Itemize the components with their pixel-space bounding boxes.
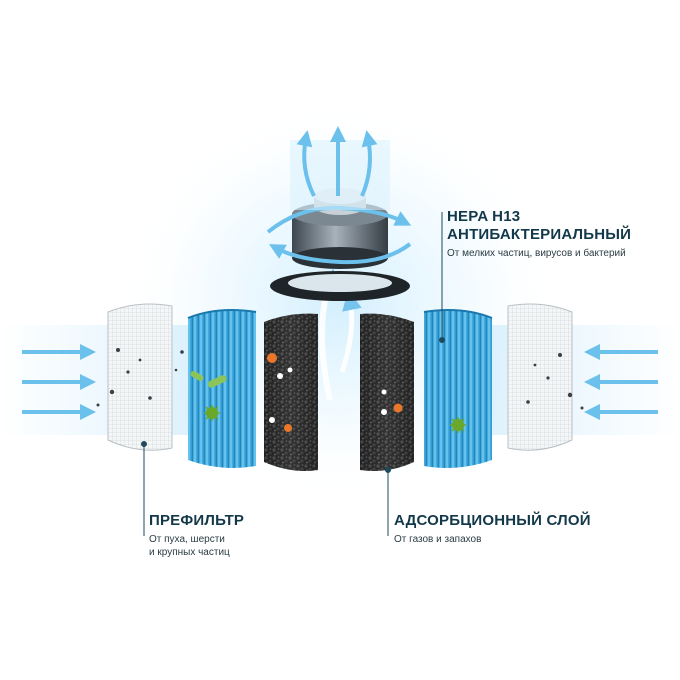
- particle-icon: [267, 353, 403, 432]
- label-hepa: HEPA H13 АНТИБАКТЕРИАЛЬНЫЙ От мелких час…: [447, 208, 631, 260]
- label-adsorption: АДСОРБЦИОННЫЙ СЛОЙ От газов и запахов: [394, 512, 591, 546]
- bacteria-icon: [207, 375, 227, 388]
- airflow-arrow-icon: [360, 130, 378, 197]
- leader-dot-prefilter: [141, 441, 147, 447]
- outgoing-airflow: [290, 126, 390, 210]
- gasket-ring: [270, 271, 410, 301]
- bacteria-icon: [204, 405, 220, 421]
- bacteria-icon: [190, 371, 204, 381]
- hepa-title-line2: АНТИБАКТЕРИАЛЬНЫЙ: [447, 226, 632, 243]
- leader-dot-adsorb: [385, 467, 391, 473]
- prefilter-right: [507, 303, 573, 451]
- airflow-arrow-icon: [296, 130, 316, 197]
- leader-dot-hepa: [439, 337, 445, 343]
- hepa-filter-left: [187, 309, 257, 468]
- prefilter-subtitle-line1: От пуха, шерсти: [149, 534, 225, 545]
- bacteria-icon: [450, 417, 466, 433]
- label-prefilter: ПРЕФИЛЬТР От пуха, шерсти и крупных част…: [149, 512, 244, 559]
- prefilter-left: [107, 303, 173, 451]
- hepa-title-line1: HEPA H13: [447, 208, 521, 225]
- adsorption-subtitle: От газов и запахов: [394, 534, 482, 545]
- hepa-subtitle: От мелких частиц, вирусов и бактерий: [447, 248, 626, 259]
- hepa-filter-right: [423, 309, 493, 468]
- leader-lines: [141, 212, 445, 536]
- dust-particles: [96, 348, 584, 410]
- adsorption-title: АДСОРБЦИОННЫЙ СЛОЙ: [394, 512, 591, 529]
- prefilter-title: ПРЕФИЛЬТР: [149, 512, 245, 529]
- prefilter-subtitle-line2: и крупных частиц: [149, 547, 230, 558]
- carbon-layer-left: [264, 313, 318, 471]
- carbon-layer-right: [360, 313, 414, 471]
